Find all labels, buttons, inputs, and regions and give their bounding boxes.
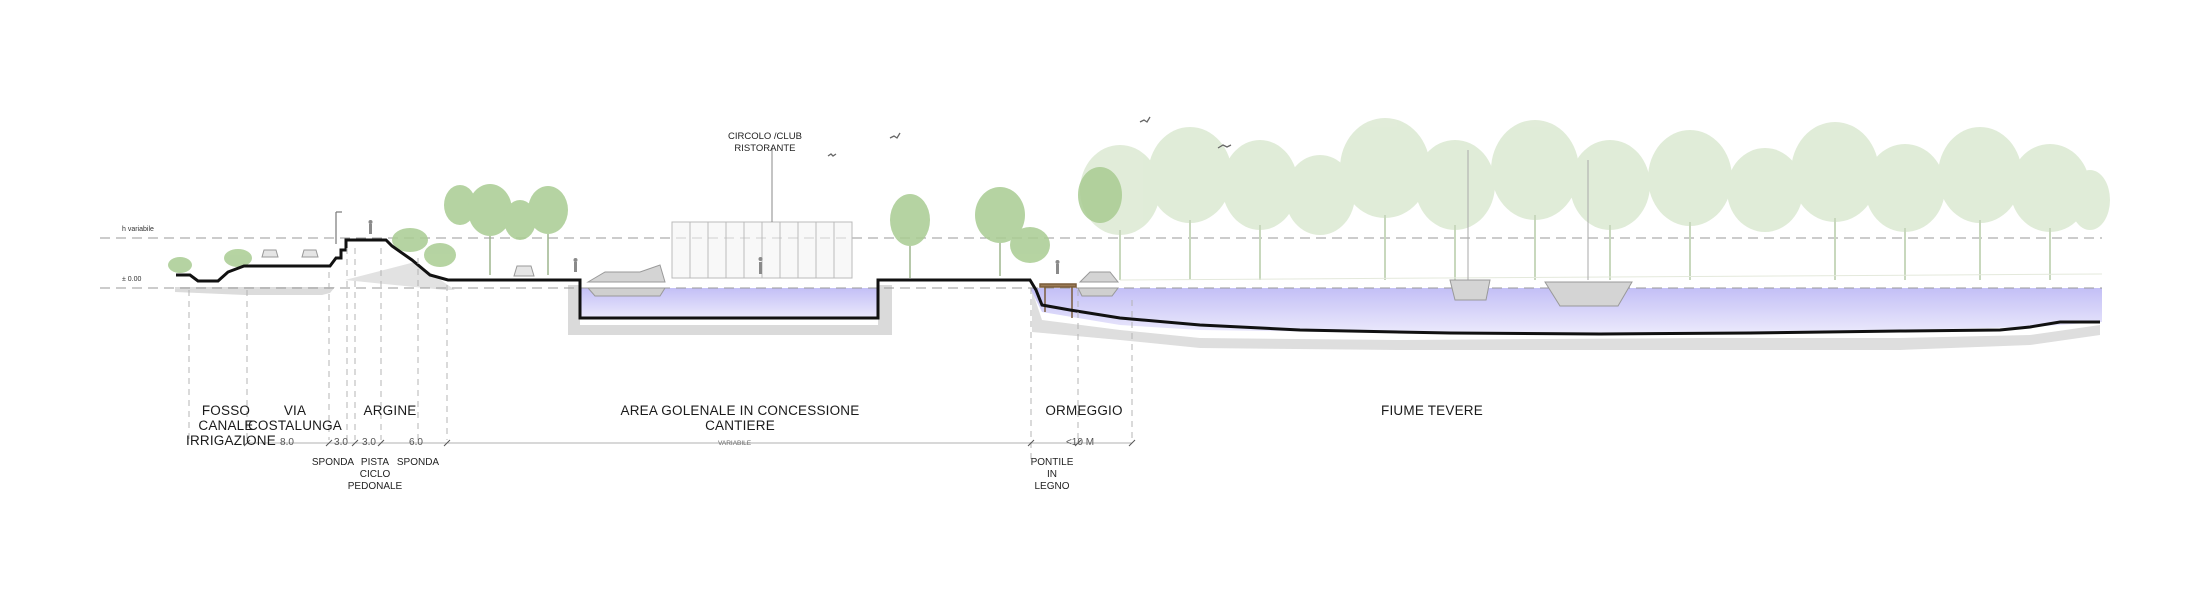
dim-ormeggio: <10 M: [1065, 437, 1095, 448]
zone-fiume-tevere: FIUME TEVERE: [1381, 403, 1483, 418]
dim-via: 8.0: [280, 437, 294, 448]
zone-via-costalunga: VIA COSTALUNGA: [247, 403, 342, 433]
people-figures: [368, 220, 1060, 274]
birds: [827, 116, 1232, 157]
zero-level-label: ± 0.00: [122, 276, 142, 283]
background-trees: [1080, 118, 2110, 235]
shadow-basin: [568, 285, 892, 335]
background-tree-trunks: [1119, 215, 2051, 280]
lamp-posts: [335, 211, 342, 244]
zone-fosso-canale: FOSSO CANALE IRRIGAZIONE: [186, 403, 276, 448]
zone-area-golenale: AREA GOLENALE IN CONCESSIONE CANTIERE: [620, 403, 860, 433]
ground-shadow: [175, 287, 335, 295]
wooden-pier: [1039, 283, 1077, 318]
river-water: [1030, 288, 2102, 333]
parked-cars: [261, 249, 535, 277]
label-pista-ciclopedonale: PISTA CICLO PEDONALE: [347, 457, 403, 492]
upper-level-label: h variabile: [122, 226, 154, 233]
label-sponda-1: SPONDA: [311, 457, 355, 468]
zone-argine: ARGINE: [363, 403, 417, 418]
club-restaurant-label: CIRCOLO /CLUB RISTORANTE: [728, 131, 802, 154]
ground-profile: [176, 238, 2100, 336]
label-sponda-2: SPONDA: [396, 457, 440, 468]
foreground-trunks: [489, 234, 1001, 278]
boats: [586, 150, 1633, 307]
foreground-trees: [168, 167, 1122, 273]
dim-area-variabile: VARIABILE: [718, 440, 752, 447]
shadow-argine: [345, 262, 455, 290]
shadow-river: [1032, 290, 2100, 350]
dim-pista: 3.0: [362, 437, 376, 448]
zone-ormeggio: ORMEGGIO: [1045, 403, 1123, 418]
far-bank-line: [1119, 273, 2103, 281]
dim-sponda-2: 6.0: [409, 437, 423, 448]
dim-sponda-1: 3.0: [334, 437, 348, 448]
label-pontile-legno: PONTILE IN LEGNO: [1030, 457, 1074, 492]
